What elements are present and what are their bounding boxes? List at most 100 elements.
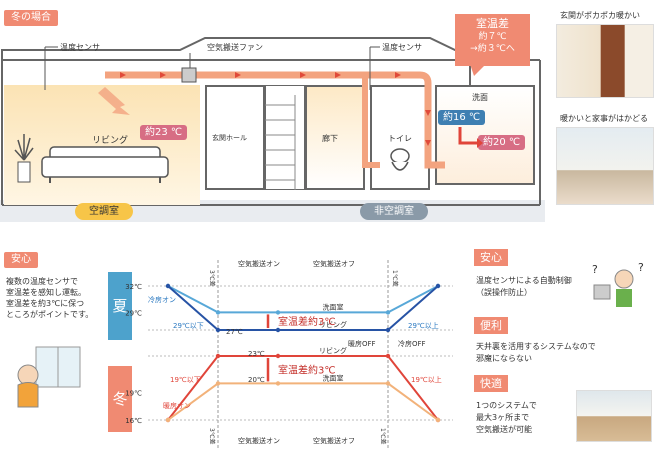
fan-label: 空気搬送ファン [207, 43, 263, 52]
winter-point-1-0 [165, 417, 171, 423]
svg-text:?: ? [592, 263, 598, 276]
y-tick-label-3: 16℃ [125, 417, 142, 425]
y-tick-label-1: 29℃ [125, 309, 142, 317]
winter-annotation-2: 23℃ [248, 350, 265, 358]
summer-marker-1: 1℃差 [391, 270, 399, 287]
summer-point-1-2 [275, 327, 281, 333]
summer-point-1-1 [215, 327, 221, 333]
right-benri-line-2: 邪魔にならない [476, 354, 532, 363]
washroom-after-badge: 約20 ℃ [478, 135, 526, 150]
house-diagram: リビング 約23 ℃ 玄関ホール 廊下 トイレ 洗面 約16 ℃ 約20 ℃ [0, 0, 545, 225]
warm-air-arrows-living [98, 87, 130, 115]
summer-annotation-0: 空気搬送オン [238, 259, 280, 268]
winter-series-name-1: 洗面室 [323, 373, 344, 382]
diff-title: 室温差 [476, 17, 509, 30]
diff-line1: 約７℃ [478, 32, 507, 42]
anshin-line-4: ところがポイントです。 [6, 310, 94, 319]
anshin-text: 複数の温度センサで 室温差を感知し運転。 室温差を約3℃に保つ ところがポイント… [6, 276, 93, 320]
entrance-photo-caption: 玄関がポカポカ暖かい [560, 11, 640, 20]
sofa-icon [41, 146, 169, 183]
winter-marker-0: 3℃差 [208, 428, 216, 445]
stairs-icon [265, 85, 305, 190]
summer-series-line-0 [167, 285, 439, 314]
summer-diff-label: 室温差約3℃ [278, 315, 336, 328]
y-tick-label-0: 32℃ [125, 283, 142, 291]
summer-point-0-3 [385, 310, 391, 315]
summer-point-0-2 [275, 310, 281, 315]
right-anshin-title: 安心 [474, 249, 508, 266]
diff-callout: 室温差 約７℃ →約３℃へ [455, 14, 530, 66]
winter-point-1-2 [275, 381, 281, 386]
toilet-icon [390, 148, 410, 171]
winter-point-0-3 [385, 353, 391, 359]
toilet-label: トイレ [388, 134, 412, 143]
anshin-line-2: 室温差を感知し運転。 [6, 288, 86, 297]
washroom-label: 洗面 [472, 93, 488, 102]
anshin-line-1: 複数の温度センサで [6, 277, 78, 286]
winter-annotation-4: 19℃以上 [411, 375, 442, 384]
temp-sensor-right-label: 温度センサ [382, 43, 422, 52]
summer-annotation-1: 空気搬送オフ [313, 259, 355, 268]
washroom-change-arrow [458, 127, 483, 148]
winter-diff-label: 室温差約3℃ [278, 364, 336, 377]
kitchen-photo-caption: 暖かいと家事がはかどる [560, 114, 648, 123]
summer-annotation-7: 冷房OFF [398, 339, 426, 348]
summer-label: 夏 [108, 272, 132, 340]
right-kaiteki-line-3: 空気搬送が可能 [476, 425, 532, 434]
winter-label: 冬 [108, 366, 132, 432]
summer-annotation-6: 暖房OFF [348, 339, 376, 348]
winter-point-0-2 [275, 353, 281, 359]
right-anshin-text: 温度センサによる自動制御 （誤操作防止） [476, 275, 572, 299]
summer-point-0-1 [215, 310, 221, 315]
summer-point-1-4 [435, 283, 441, 289]
summer-annotation-3: 29℃以下 [173, 322, 204, 330]
entrance-hall [205, 85, 265, 190]
entrance-photo [556, 24, 654, 98]
unconditioned-zone: 非空調室 [360, 203, 428, 220]
winter-annotation-1: 暖房オン [163, 401, 191, 410]
winter-marker-1: 1℃差 [379, 428, 387, 445]
summer-series-name-0: 洗面室 [323, 302, 344, 311]
summer-series-name-1: リビング [319, 320, 347, 329]
anshin-tag: 安心 [4, 252, 38, 268]
washroom-before-badge: 約16 ℃ [438, 110, 486, 125]
anshin-line-3: 室温差を約3℃に保つ [6, 299, 85, 308]
air-duct [105, 67, 445, 169]
summer-annotation-4: 27℃ [226, 328, 243, 336]
right-benri-title: 便利 [474, 317, 508, 334]
right-benri-line-1: 天井裏を活用するシステムなので [476, 342, 596, 351]
summer-annotation-5: 29℃以上 [408, 321, 439, 330]
living-temp-badge: 約23 ℃ [140, 125, 188, 140]
person-window-illustration [17, 346, 81, 408]
winter-series-line-1 [167, 382, 439, 421]
right-kaiteki-line-2: 最大3ヶ所まで [476, 413, 530, 422]
winter-point-1-1 [215, 381, 221, 386]
svg-text:?: ? [638, 261, 644, 274]
summer-point-1-3 [385, 327, 391, 333]
right-kaiteki-line-1: 1つのシステムで [476, 401, 537, 410]
conditioned-zone: 空調室 [75, 203, 133, 220]
summer-annotation-2: 冷房オン [148, 295, 176, 304]
diff-callout-pointer [470, 64, 486, 76]
winter-point-1-4 [435, 417, 441, 423]
winter-tag: 冬の場合 [4, 10, 58, 26]
living-room [4, 85, 200, 205]
right-kaiteki-title: 快適 [474, 375, 508, 392]
temp-sensor-left-label: 温度センサ [60, 43, 100, 52]
chart-canvas: 32℃29℃19℃16℃洗面室リビング室温差約3℃リビング洗面室室温差約3℃空気… [125, 259, 453, 448]
right-panel: 安心 温度センサによる自動制御 （誤操作防止） ?? 便利 天井裏を活用するシス… [468, 245, 656, 450]
living-label: リビング [92, 136, 129, 146]
right-anshin-line-1: 温度センサによる自動制御 [476, 276, 572, 285]
right-anshin-line-2: （誤操作防止） [476, 288, 532, 297]
winter-series-name-0: リビング [319, 346, 347, 355]
winter-point-1-3 [385, 381, 391, 386]
hallway-photo [576, 390, 652, 442]
right-benri-text: 天井裏を活用するシステムなので 邪魔にならない [476, 341, 596, 365]
label-lines [44, 46, 380, 90]
winter-point-0-1 [215, 353, 221, 359]
summer-point-1-0 [165, 283, 171, 289]
winter-annotation-6: 空気搬送オフ [313, 436, 355, 445]
summer-marker-0: 3℃差 [208, 270, 216, 287]
diff-line2: →約３℃へ [470, 44, 515, 54]
